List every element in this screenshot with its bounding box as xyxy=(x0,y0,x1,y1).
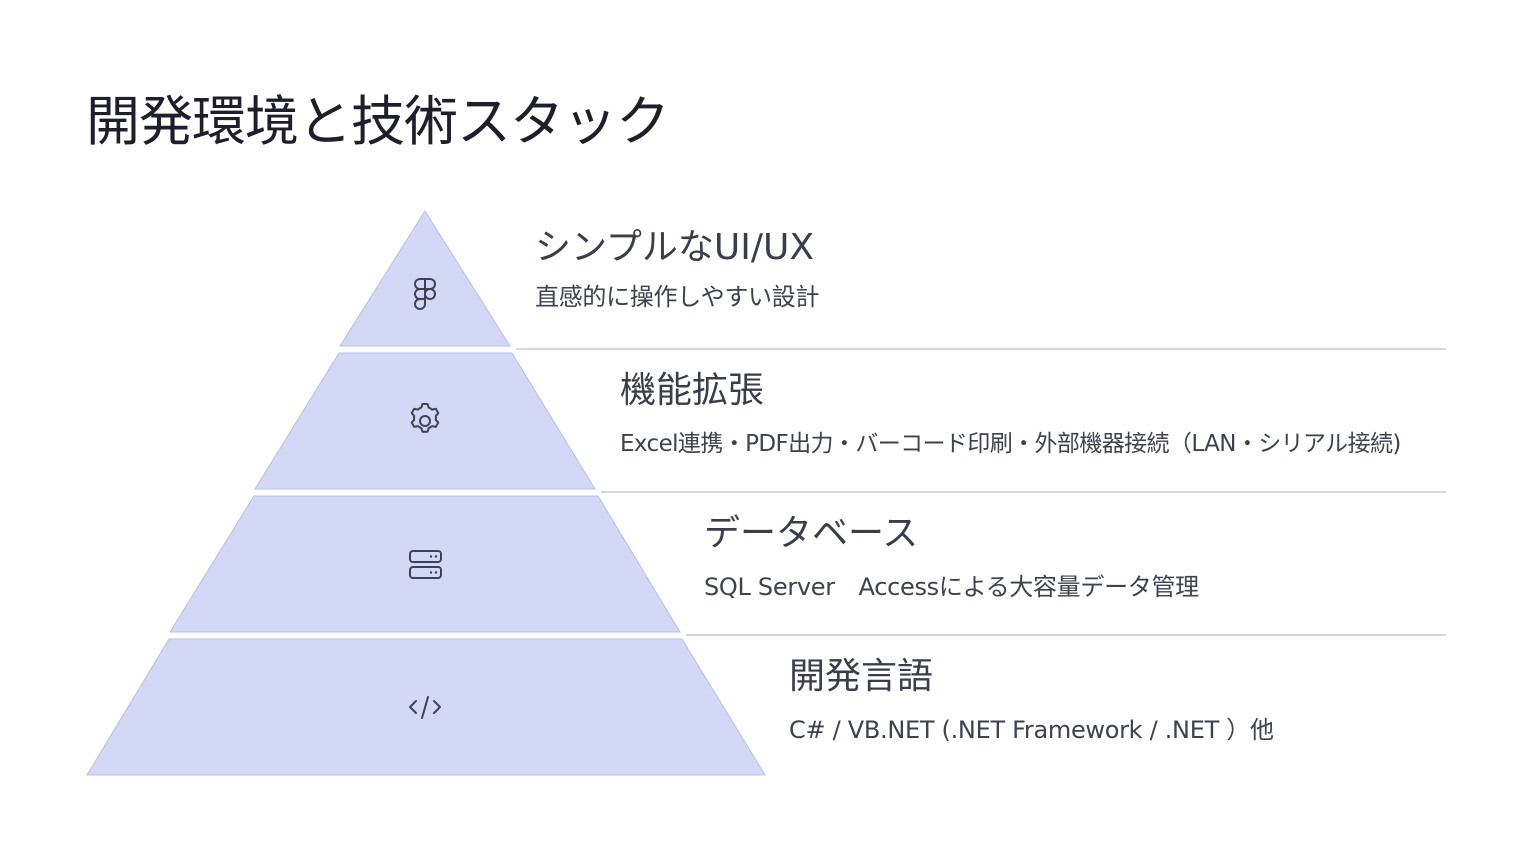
tier-database-title: データベース xyxy=(704,513,919,554)
gear-icon xyxy=(410,403,440,433)
code-icon xyxy=(409,696,441,719)
tier-language: 開発言語 C# / VB.NET (.NET Framework / .NET … xyxy=(789,655,1274,745)
tier-extensions-title: 機能拡張 xyxy=(620,370,765,411)
pyramid-tier-third xyxy=(169,495,681,633)
tier-uiux-title: シンプルなUI/UX xyxy=(535,227,815,268)
page-title: 開発環境と技術スタック xyxy=(86,90,670,153)
figma-icon xyxy=(414,278,436,310)
tier-language-description: C# / VB.NET (.NET Framework / .NET ）他 xyxy=(789,716,1274,744)
tier-uiux: シンプルなUI/UX 直感的に操作しやすい設計 xyxy=(535,226,819,312)
tier-language-title: 開発言語 xyxy=(789,656,934,697)
tier-database: データベース SQL Server Accessによる大容量データ管理 xyxy=(704,512,1199,602)
tier-uiux-description: 直感的に操作しやすい設計 xyxy=(535,283,820,311)
tier-extensions: 機能拡張 Excel連携・PDF出力・バーコード印刷・外部機器接続（LAN・シリ… xyxy=(620,369,1401,459)
tier-extensions-description: Excel連携・PDF出力・バーコード印刷・外部機器接続（LAN・シリアル接続) xyxy=(620,431,1401,457)
pyramid-tier-second xyxy=(254,352,596,490)
tier-database-description: SQL Server Accessによる大容量データ管理 xyxy=(704,573,1199,601)
server-icon xyxy=(409,550,442,579)
